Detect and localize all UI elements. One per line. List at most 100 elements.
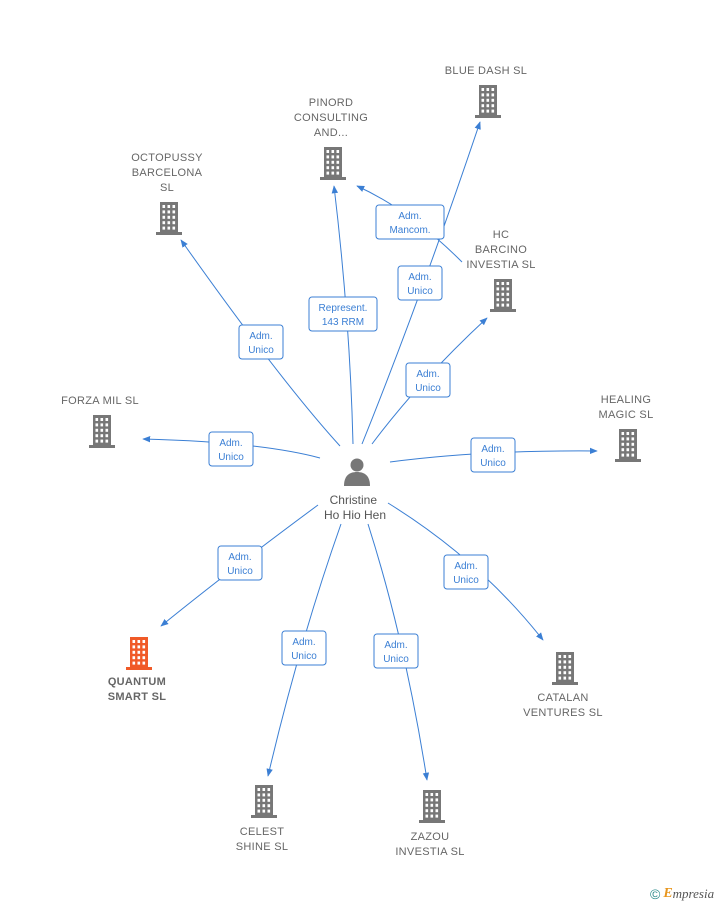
edge-label-line: Adm. — [249, 331, 272, 342]
building-icon — [251, 785, 277, 818]
edge-label-line: Unico — [407, 286, 433, 297]
edge-quantum-smart: Adm. Unico — [160, 504, 319, 627]
edge-label-line: Adm. — [228, 552, 251, 563]
edge-label-box[interactable] — [470, 437, 516, 473]
edge-label-line: Adm. — [454, 561, 477, 572]
edge-label-box[interactable] — [217, 545, 263, 581]
company-node-blue-dash[interactable]: BLUE DASH SL — [445, 65, 527, 118]
edge-label: Adm. Unico — [218, 438, 244, 463]
company-label: FORZA MIL SL — [61, 395, 139, 407]
edge-label: Adm. Unico — [480, 444, 506, 469]
brand-initial: E — [663, 886, 673, 901]
company-label: ZAZOU INVESTIA SL — [395, 831, 464, 858]
edge-label-line: 143 RRM — [322, 317, 364, 328]
edge-label-box[interactable] — [443, 554, 489, 590]
company-node-zazou-investia[interactable]: ZAZOU INVESTIA SL — [395, 790, 464, 858]
company-node-celest-shine[interactable]: CELEST SHINE SL — [236, 785, 289, 853]
company-label-line: ZAZOU — [411, 831, 450, 843]
building-icon — [552, 652, 578, 685]
company-label-line: SHINE SL — [236, 841, 289, 853]
edge-blue-dash: Adm. Unico — [361, 121, 481, 445]
company-label-line: FORZA MIL SL — [61, 395, 139, 407]
center-name-line: Ho Hio Hen — [324, 508, 386, 522]
company-node-healing-magic[interactable]: HEALING MAGIC SL — [599, 394, 654, 462]
edge-label: Adm. Unico — [227, 552, 253, 577]
edge-label-line: Unico — [218, 452, 244, 463]
edge-label: Adm. Unico — [291, 637, 317, 662]
company-label-line: SMART SL — [108, 691, 167, 703]
edge-label-line: Adm. — [481, 444, 504, 455]
edge-catalan-ventures: Adm.Unico — [387, 502, 544, 641]
center-name: Christine Ho Hio Hen — [324, 493, 386, 522]
edge-label-box[interactable] — [208, 431, 254, 467]
edge-label: Adm.Mancom. — [389, 211, 430, 236]
edge-label: Adm. Unico — [248, 331, 274, 356]
edge-label-line: Adm. — [292, 637, 315, 648]
center-name-line: Christine — [330, 493, 378, 507]
edge-label-line: Adm. — [219, 438, 242, 449]
edge-label-box[interactable] — [238, 324, 284, 360]
edge-label-line: Unico — [291, 651, 317, 662]
edge-label-line: Adm. — [398, 211, 421, 222]
edge-zazou-investia: Adm. Unico — [367, 523, 430, 781]
company-label-line: VENTURES SL — [523, 707, 603, 719]
building-icon — [490, 279, 516, 312]
building-icon — [615, 429, 641, 462]
company-label-line: BARCINO — [475, 244, 527, 256]
edge-label: Adm. Unico — [383, 640, 409, 665]
edge-healing-magic: Adm. Unico — [389, 437, 598, 473]
edge-label-line: Unico — [383, 654, 409, 665]
company-label-line: HEALING — [601, 394, 651, 406]
edge-label-box[interactable] — [375, 204, 445, 240]
edge-label-line: Unico — [480, 458, 506, 469]
company-label-line: SL — [160, 182, 174, 194]
edge-line — [180, 239, 341, 447]
edge-forza-mil: Adm. Unico — [142, 431, 321, 467]
edge-label-line: Adm. — [384, 640, 407, 651]
company-label-line: INVESTIA SL — [395, 846, 464, 858]
edge-hc-barcino: Adm.Unico — [371, 317, 488, 445]
company-label-line: CELEST — [240, 826, 285, 838]
person-icon — [344, 458, 370, 486]
edge-label: Adm.Unico — [407, 272, 433, 297]
edge-label: Adm.Unico — [415, 369, 441, 394]
edge-label-box[interactable] — [281, 630, 327, 666]
company-label: BLUE DASH SL — [445, 65, 527, 77]
brand-name: mpresia — [672, 886, 715, 901]
company-label: HEALING MAGIC SL — [599, 394, 654, 421]
company-label-line: BARCELONA — [132, 167, 203, 179]
edge-label-line: Represent. — [319, 303, 368, 314]
edge-label-line: Unico — [248, 345, 274, 356]
edge-label-box[interactable] — [397, 265, 443, 301]
edge-label: Represent. 143 RRM — [319, 303, 368, 328]
company-label-line: PINORD — [309, 97, 354, 109]
edge-pinord: Represent. 143 RRM — [308, 185, 378, 445]
company-label-line: BLUE DASH SL — [445, 65, 527, 77]
edge-label-box[interactable] — [308, 296, 378, 332]
edge-hc-barcino-to-pinord: Adm.Mancom. — [356, 185, 463, 263]
building-icon — [89, 415, 115, 448]
company-label-line: MAGIC SL — [599, 409, 654, 421]
company-node-catalan-ventures[interactable]: CATALAN VENTURES SL — [523, 652, 603, 719]
company-label-line: CATALAN — [537, 692, 588, 704]
edge-label-box[interactable] — [405, 362, 451, 398]
building-icon — [419, 790, 445, 823]
building-icon — [126, 637, 152, 670]
edge-label-box[interactable] — [373, 633, 419, 669]
building-icon — [156, 202, 182, 235]
edge-label-line: Unico — [227, 566, 253, 577]
company-node-forza-mil[interactable]: FORZA MIL SL — [61, 395, 139, 448]
company-label-line: HC — [493, 229, 510, 241]
edge-octopussy: Adm. Unico — [180, 239, 341, 447]
company-label: CELEST SHINE SL — [236, 826, 289, 853]
center-person-node[interactable]: Christine Ho Hio Hen — [324, 458, 386, 523]
building-icon — [475, 85, 501, 118]
